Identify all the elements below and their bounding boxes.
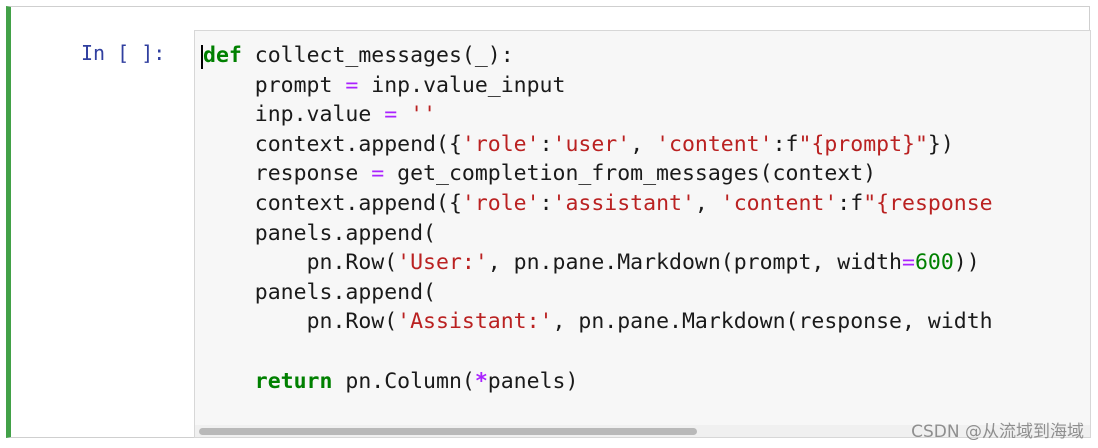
code-line-1: def collect_messages(_): (203, 43, 514, 68)
code-line-10: pn.Row('Assistant:', pn.pane.Markdown(re… (306, 309, 993, 335)
watermark: CSDN @从流域到海域 (911, 422, 1084, 442)
code-line-5: response = get_completion_from_messages(… (254, 161, 877, 187)
code-editor[interactable]: def collect_messages(_): prompt = inp.va… (194, 30, 1091, 438)
code-line-2: prompt = inp.value_input (254, 72, 566, 98)
code-line-6: context.append({'role':'assistant', 'con… (254, 190, 993, 216)
code-line-9: panels.append( (254, 279, 436, 305)
horizontal-scrollbar[interactable] (195, 425, 1090, 437)
text-cursor (201, 45, 203, 69)
cell-prompt: In [ ]: (81, 41, 166, 65)
code-line-4: context.append({'role':'user', 'content'… (254, 131, 954, 157)
code-line-12: return pn.Column(*panels) (254, 368, 579, 394)
code-line-7: panels.append( (254, 220, 436, 246)
scrollbar-thumb[interactable] (199, 428, 697, 435)
code-cell[interactable]: In [ ]: def collect_messages(_): prompt … (6, 6, 1091, 438)
code-block: def collect_messages(_): prompt = inp.va… (203, 41, 993, 396)
code-line-3: inp.value = '' (254, 102, 437, 128)
code-line-8: pn.Row('User:', pn.pane.Markdown(prompt,… (306, 250, 980, 276)
